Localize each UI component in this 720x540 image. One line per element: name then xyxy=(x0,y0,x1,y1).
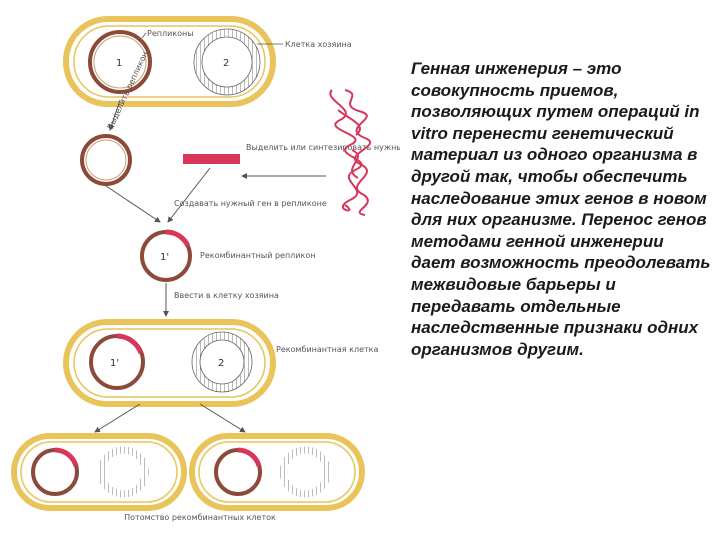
label-insert-into-host: Ввести в клетку хозяина xyxy=(174,291,279,300)
arrow-progeny-left xyxy=(95,404,140,432)
isolated-replicon xyxy=(82,136,130,184)
dna-tangle xyxy=(330,90,370,215)
recombinant-number: 1' xyxy=(160,252,169,263)
arrow-combine-left xyxy=(106,186,160,222)
gene-segment xyxy=(183,154,240,164)
label-recombinant-cell: Рекомбинантная клетка xyxy=(276,345,379,354)
label-create-gene: Создавать нужный ген в репликоне xyxy=(174,199,327,208)
progeny-cell-right xyxy=(192,436,362,508)
label-recombinant-replicon: Рекомбинантный репликон xyxy=(200,251,315,260)
label-replicon: Репликоны xyxy=(147,29,194,38)
gene-engineering-diagram: 1 2 Репликоны Клетка хозяина Выделить ре… xyxy=(0,0,400,540)
cell-replicon-number: 1' xyxy=(110,358,119,369)
definition-text: Генная инженерия – это совокупность прие… xyxy=(411,58,711,360)
replicon-1-number: 1 xyxy=(116,58,122,69)
progeny-cell-left xyxy=(14,436,184,508)
arrow-combine-right xyxy=(168,168,210,222)
arrow-progeny-right xyxy=(200,404,245,432)
replicon-2-number: 2 xyxy=(223,58,229,69)
label-host-cell: Клетка хозяина xyxy=(285,40,352,49)
label-recombinant-progeny: Потомство рекомбинантных клеток xyxy=(124,513,276,522)
label-isolate-or-synthesize: Выделить или синтезировать нужный ген xyxy=(246,143,400,152)
recombinant-cell xyxy=(66,322,273,404)
cell-replicon-2-number: 2 xyxy=(218,358,224,369)
